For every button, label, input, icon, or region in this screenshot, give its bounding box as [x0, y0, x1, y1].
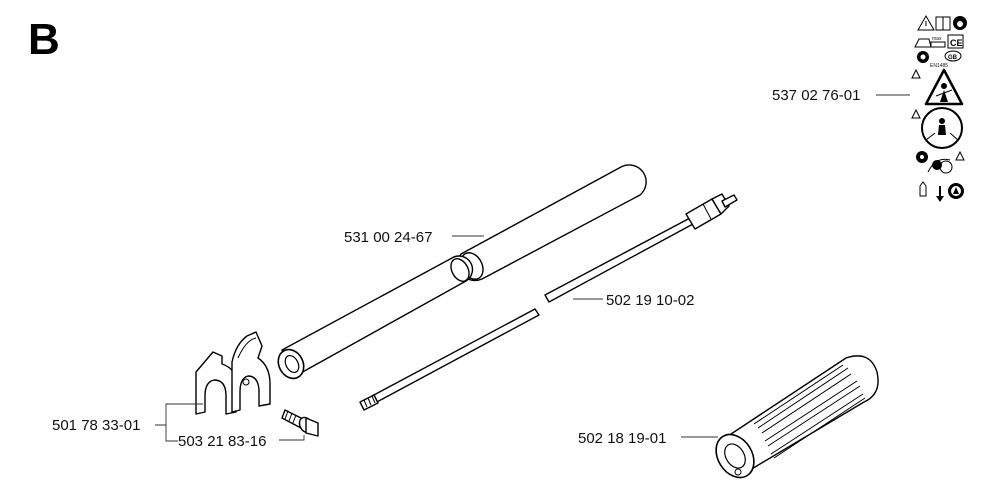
callout-bolt: 503 21 83-16 [178, 433, 305, 450]
safety-distance-icon [911, 107, 963, 149]
callout-decal: 537 02 76-01 [772, 87, 910, 104]
callout-upper-tube: 531 00 24-67 [344, 229, 484, 246]
noise-rating-icon: max [914, 36, 946, 48]
svg-text:GB: GB [948, 55, 958, 61]
callout-drive-shaft: 502 19 10-02 [573, 292, 694, 309]
warning-triangle-icon [917, 14, 935, 31]
callout-handle-grip: 502 18 19-01 [578, 430, 718, 447]
part-number-handle-grip: 502 18 19-01 [578, 430, 666, 447]
boot-icon [948, 183, 964, 199]
recycle-icon [917, 51, 929, 63]
drive-shaft-lower-part [359, 308, 540, 411]
glove-icon [919, 181, 927, 197]
part-number-upper-tube: 531 00 24-67 [344, 229, 432, 246]
part-number-bolt: 503 21 83-16 [178, 433, 266, 450]
max-rating-text: max [932, 36, 942, 42]
ce-mark-icon: CE [947, 34, 964, 49]
section-label: B [28, 15, 60, 64]
part-number-decal: 537 02 76-01 [772, 87, 860, 104]
gost-mark-icon: GB [944, 50, 962, 62]
thrown-objects-warning-icon [911, 68, 964, 106]
manual-book-icon [935, 16, 951, 31]
clamp-part [195, 331, 271, 415]
blade-hazard-icon [916, 150, 965, 174]
callout-clamp: 501 78 33-01 [52, 403, 203, 442]
en-standard-text: EN1485 [930, 63, 948, 69]
part-number-drive-shaft: 502 19 10-02 [606, 292, 694, 309]
warning-decal-sheet: max CE GB EN1485 [911, 14, 967, 202]
svg-text:CE: CE [950, 38, 963, 48]
down-arrow-icon [936, 186, 944, 202]
bolt-part [281, 409, 319, 437]
lower-tube-part [277, 255, 474, 380]
part-number-clamp: 501 78 33-01 [52, 417, 140, 434]
helmet-icon [953, 16, 967, 30]
handle-grip-part [715, 355, 879, 479]
drive-shaft-upper-part [544, 193, 738, 303]
